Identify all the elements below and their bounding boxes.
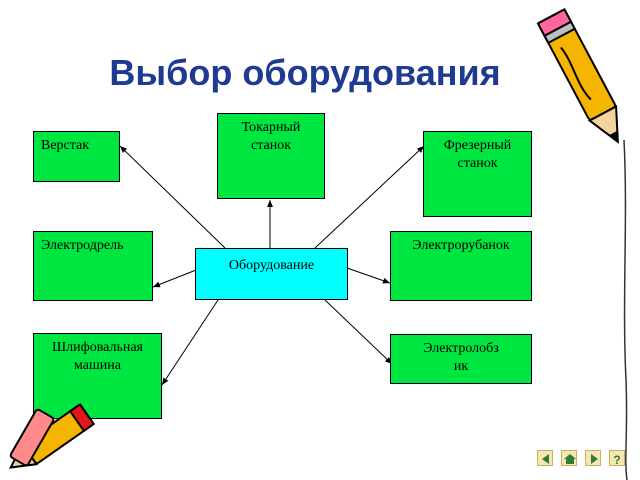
prev-icon <box>542 454 549 464</box>
node-verstak: Верстак <box>33 131 120 182</box>
node-label-line1: Шлифовальная <box>52 340 143 355</box>
node-electrodrel: Электродрель <box>33 231 153 301</box>
node-label-line2: ик <box>453 359 469 374</box>
help-icon: ? <box>613 453 621 467</box>
node-frezerny-stanok: Фрезерный станок <box>423 131 532 217</box>
page-title: Выбор оборудования <box>109 52 501 93</box>
help-button[interactable]: ? <box>609 450 625 467</box>
pencil-icon-bottom-left <box>8 402 96 469</box>
node-label-line2: станок <box>457 156 498 171</box>
home-icon <box>564 454 576 464</box>
node-label: Электрорубанок <box>412 238 510 253</box>
node-electrorubanok: Электрорубанок <box>390 231 532 301</box>
link-electrolobzik <box>324 299 393 365</box>
node-label-line1: Фрезерный <box>443 138 512 153</box>
next-icon <box>591 454 598 464</box>
node-center-oborudovanie: Оборудование <box>195 248 348 300</box>
next-button[interactable] <box>585 450 601 466</box>
node-label-line1: Токарный <box>241 120 301 135</box>
node-label-line2: машина <box>74 358 121 373</box>
prev-button[interactable] <box>537 450 553 466</box>
page-edge-line <box>623 140 628 480</box>
node-shlifovalnaya-mashina: Шлифовальная машина <box>33 333 162 419</box>
node-label-line2: станок <box>250 138 291 153</box>
node-label: Электродрель <box>41 238 124 253</box>
pencil-icon-top-right <box>536 8 619 144</box>
node-tokarny-stanok: Токарный станок <box>217 113 325 199</box>
node-label: Верстак <box>41 138 90 153</box>
node-electrolobzik: Электролобз ик <box>390 334 532 384</box>
link-electrorubanok <box>346 267 391 284</box>
link-shlif <box>161 299 219 386</box>
link-frezerny <box>314 145 425 249</box>
node-label-line1: Электролобз <box>423 341 499 356</box>
link-electrodrel <box>152 269 197 288</box>
home-button[interactable] <box>561 450 577 466</box>
link-verstak <box>119 145 226 249</box>
node-label: Оборудование <box>228 258 315 273</box>
